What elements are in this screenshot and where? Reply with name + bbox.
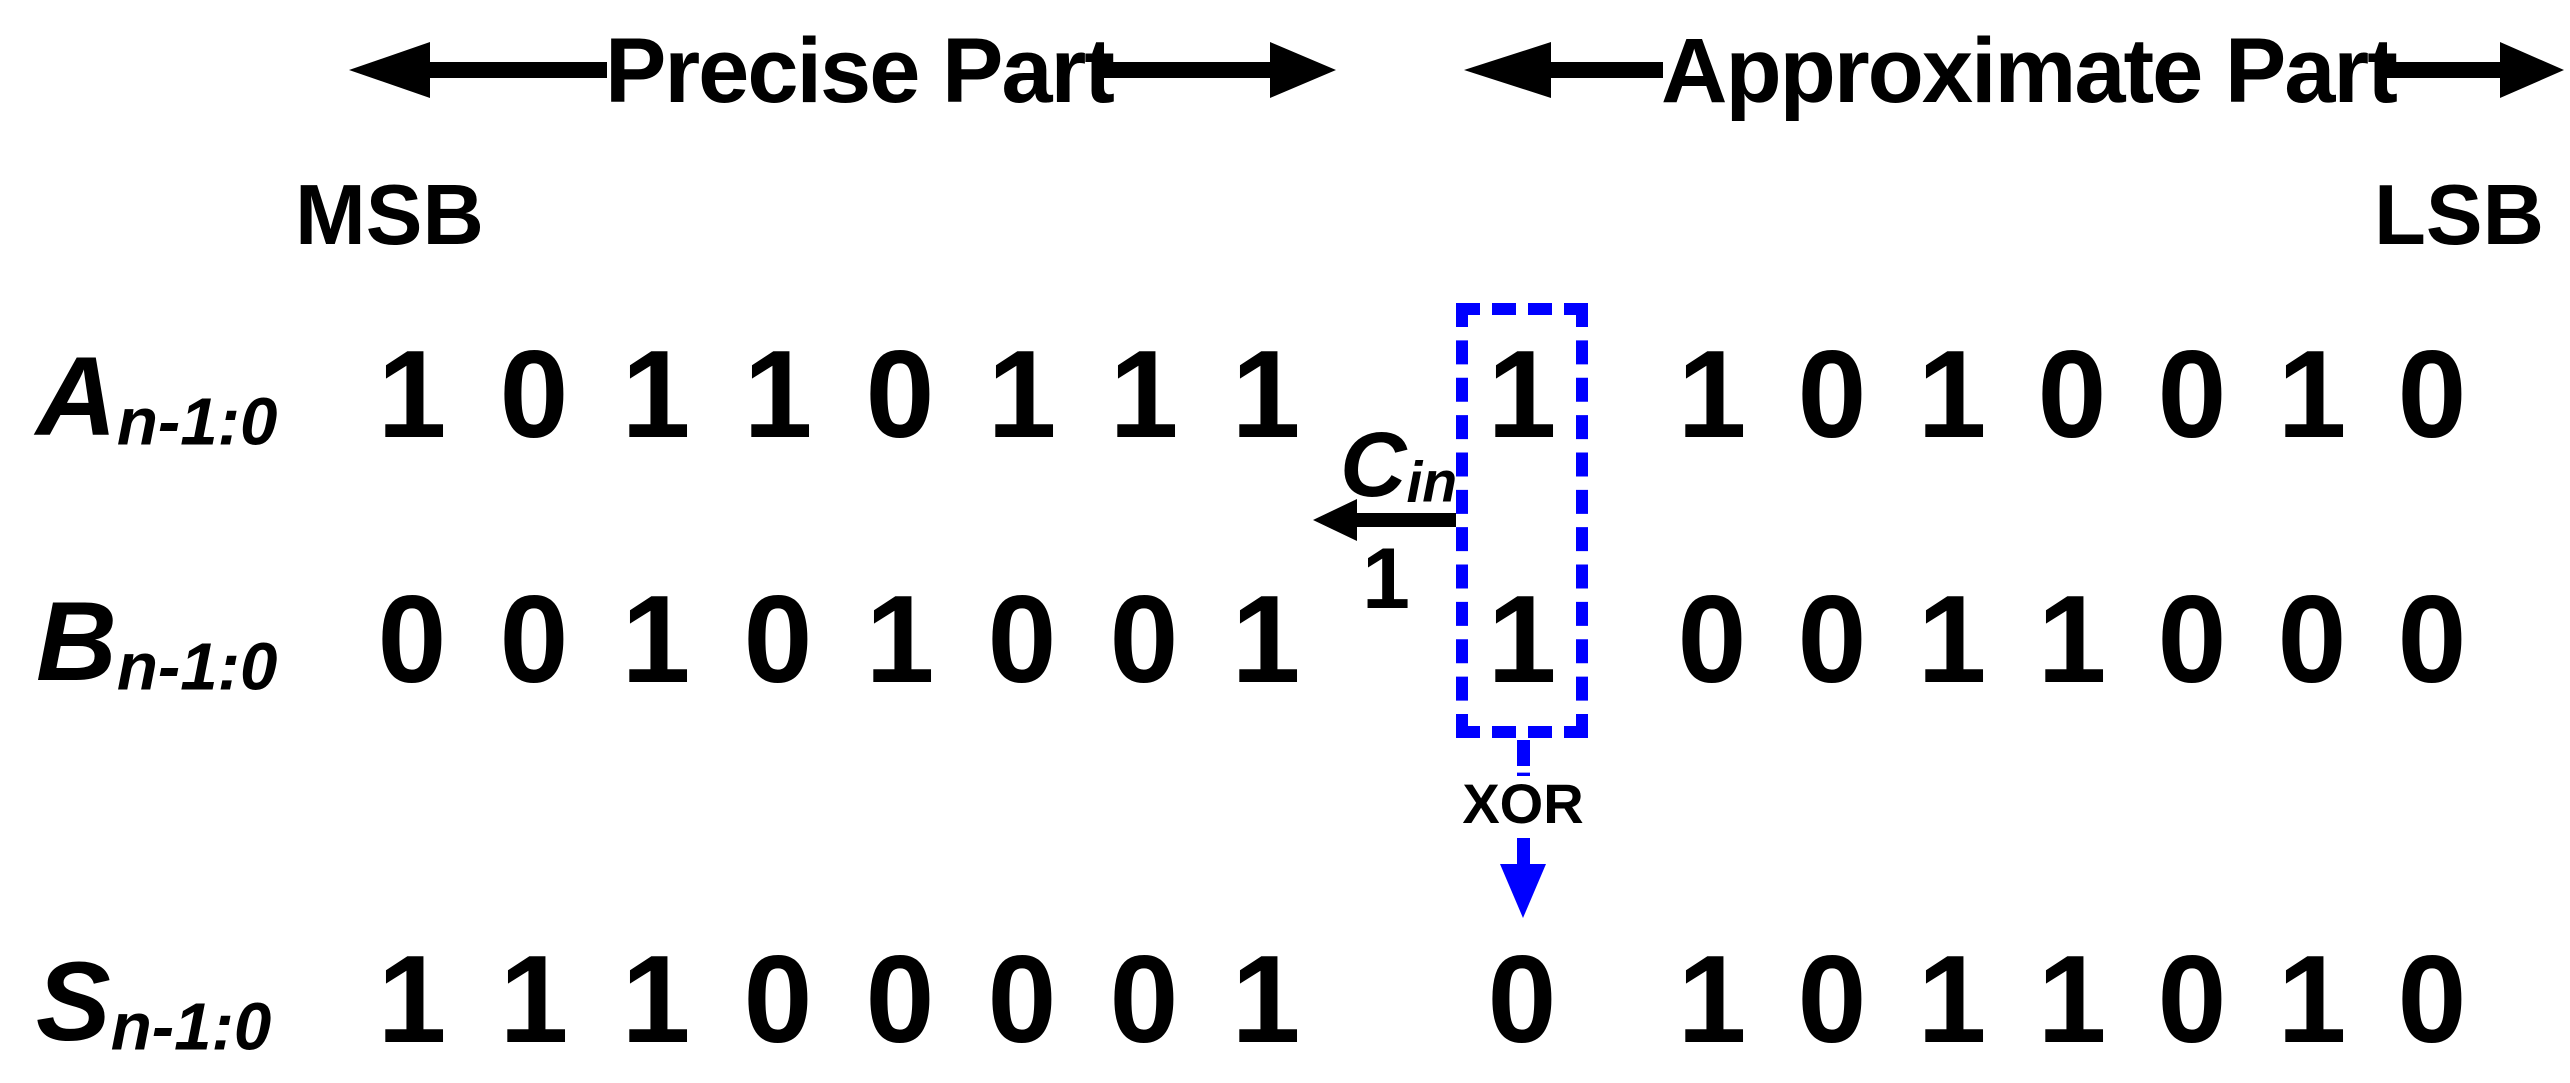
bit-digit: 1 [2277,931,2347,1069]
bit-digit: 1 [499,931,569,1069]
bit-digit: 0 [377,571,447,709]
row-label-a: An-1:0 [36,341,277,456]
row-label-a-subscript: n-1:0 [116,384,278,460]
row-label-s: Sn-1:0 [36,946,271,1061]
bit-digit: 0 [499,571,569,709]
xor-down-arrowhead-icon [1500,864,1546,918]
bit-digit: 1 [1917,931,1987,1069]
bit-digit: 0 [1797,931,1867,1069]
precise-part-left-arrowhead-icon [349,42,430,98]
approximate-part-label: Approximate Part [1661,20,2398,122]
msb-label: MSB [295,168,484,263]
bit-digit: 0 [499,326,569,464]
bit-digit: 0 [2397,326,2467,464]
lsb-label: LSB [2374,168,2544,263]
bit-digit: 0 [865,326,935,464]
bit-digit: 1 [987,326,1057,464]
bit-digit: 0 [2037,326,2107,464]
approximate-part-arrow-shaft-left [1549,62,1663,78]
row-s-boundary-bit: 0 [1487,931,1557,1069]
row-b-boundary-bit: 1 [1487,571,1557,709]
carry-in-value: 1 [1362,531,1410,627]
carry-in-left-arrowhead-icon [1313,499,1357,541]
precise-part-label: Precise Part [605,20,1115,122]
bit-digit: 0 [2397,931,2467,1069]
bit-digit: 1 [377,931,447,1069]
row-label-s-letter: S [36,939,111,1064]
precise-part-right-arrowhead-icon [1270,42,1336,98]
approximate-part-arrow-shaft-right [2381,62,2502,78]
bit-digit: 1 [377,326,447,464]
bit-digit: 0 [2157,571,2227,709]
bit-digit: 0 [1797,571,1867,709]
precise-part-arrow-shaft-left [429,62,607,78]
bit-digit: 1 [2037,931,2107,1069]
bit-digit: 0 [987,931,1057,1069]
row-label-a-letter: A [36,334,117,459]
bit-digit: 1 [1231,326,1301,464]
bit-digit: 1 [621,326,691,464]
bit-digit: 1 [743,326,813,464]
carry-in-label-letter: C [1340,414,1407,516]
row-a-boundary-bit: 1 [1487,326,1557,464]
row-label-s-subscript: n-1:0 [110,989,272,1065]
carry-in-arrow-shaft [1356,513,1456,527]
bit-digit: 0 [1797,326,1867,464]
precise-part-arrow-shaft-right [1094,62,1272,78]
bit-digit: 0 [987,571,1057,709]
row-label-b: Bn-1:0 [36,586,277,701]
boundary-bits-highlight-box [1456,303,1588,738]
bit-digit: 0 [1677,571,1747,709]
bit-digit: 0 [865,931,935,1069]
bit-digit: 1 [1109,326,1179,464]
approximate-part-right-arrowhead-icon [2500,42,2564,98]
bit-digit: 0 [743,571,813,709]
bit-digit: 0 [2157,931,2227,1069]
bit-digit: 1 [1677,931,1747,1069]
bit-digit: 1 [621,571,691,709]
bit-digit: 1 [1231,571,1301,709]
bit-digit: 1 [1917,326,1987,464]
xor-label: XOR [1457,776,1589,832]
bit-digit: 0 [1109,571,1179,709]
bit-digit: 1 [865,571,935,709]
row-label-b-subscript: n-1:0 [116,629,278,705]
bit-digit: 0 [2397,571,2467,709]
bit-digit: 0 [2157,326,2227,464]
bit-digit: 1 [1677,326,1747,464]
bit-digit: 0 [1109,931,1179,1069]
bit-digit: 0 [743,931,813,1069]
bit-digit: 1 [2277,326,2347,464]
bit-digit: 0 [2277,571,2347,709]
bit-digit: 1 [1231,931,1301,1069]
bit-digit: 1 [2037,571,2107,709]
approximate-part-left-arrowhead-icon [1464,42,1551,98]
carry-in-label-subscript: in [1406,450,1458,515]
bit-digit: 1 [1917,571,1987,709]
bit-digit: 1 [621,931,691,1069]
row-label-b-letter: B [36,579,117,704]
carry-in-label: Cin [1340,419,1457,512]
